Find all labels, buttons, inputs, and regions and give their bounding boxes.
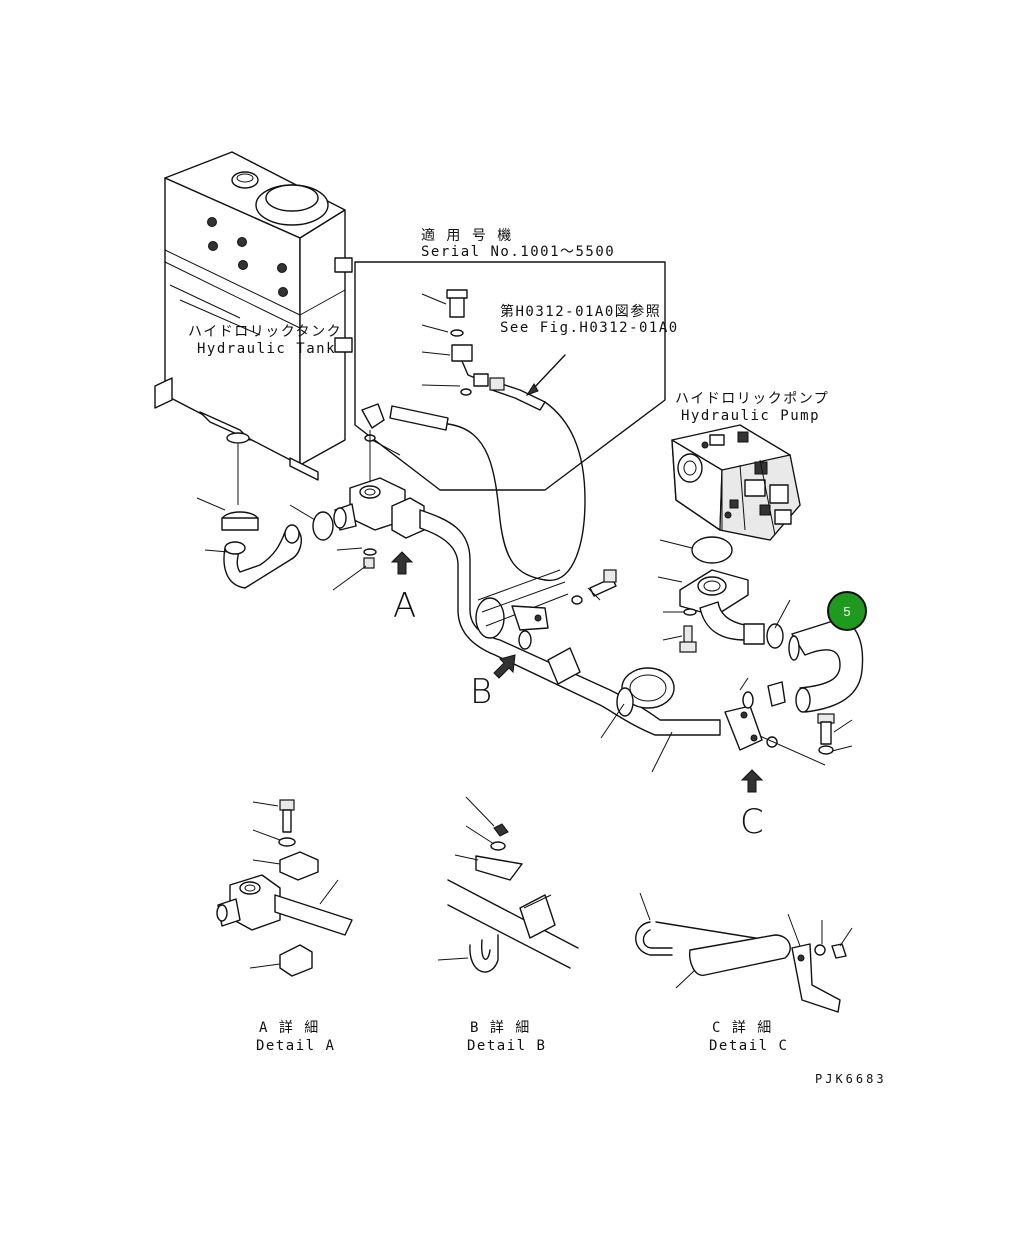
detail-c-title-jp: C 詳 細 (712, 1020, 773, 1036)
serial-box-parts (421, 289, 566, 411)
tank-label-en: Hydraulic Tank (197, 341, 336, 357)
fig-ref-jp: 第H0312-01A0図参照 (500, 303, 661, 320)
serial-label-jp: 適 用 号 機 (421, 227, 513, 244)
detail-a-title-en: Detail A (256, 1038, 335, 1054)
fig-ref-en: See Fig.H0312-01A0 (500, 320, 679, 336)
detail-c-illustration (635, 892, 853, 1013)
detail-a-illustration (216, 799, 353, 977)
hydraulic-tank-illustration (154, 151, 353, 505)
detail-c-title-en: Detail C (709, 1038, 788, 1054)
callout-number: 5 (843, 604, 850, 619)
pump-label-jp: ハイドロリックポンプ (675, 391, 829, 407)
serial-range-box (354, 261, 666, 491)
view-c-label: C (740, 802, 764, 842)
view-b-label: B (470, 672, 492, 712)
view-a-arrow (390, 551, 414, 575)
hydraulic-pump-illustration (671, 424, 801, 541)
detail-b-title-jp: B 詳 細 (470, 1020, 531, 1036)
drawing-code: PJK6683 (815, 1072, 887, 1086)
view-b-arrow (493, 654, 516, 679)
view-arrows (390, 551, 764, 793)
part-callout-5[interactable]: 5 (827, 591, 867, 631)
pump-label-en: Hydraulic Pump (681, 408, 820, 424)
suction-pipe-assembly (196, 401, 864, 773)
serial-label-en: Serial No.1001～5500 (421, 244, 615, 260)
detail-b-illustration (437, 796, 579, 973)
detail-a-title-jp: A 詳 細 (259, 1020, 320, 1036)
detail-b-title-en: Detail B (467, 1038, 546, 1054)
view-a-label: A (393, 586, 416, 626)
view-c-arrow (740, 769, 764, 793)
callout-badge[interactable] (827, 591, 867, 631)
tank-label-jp: ハイドロリックタンク (188, 324, 342, 340)
